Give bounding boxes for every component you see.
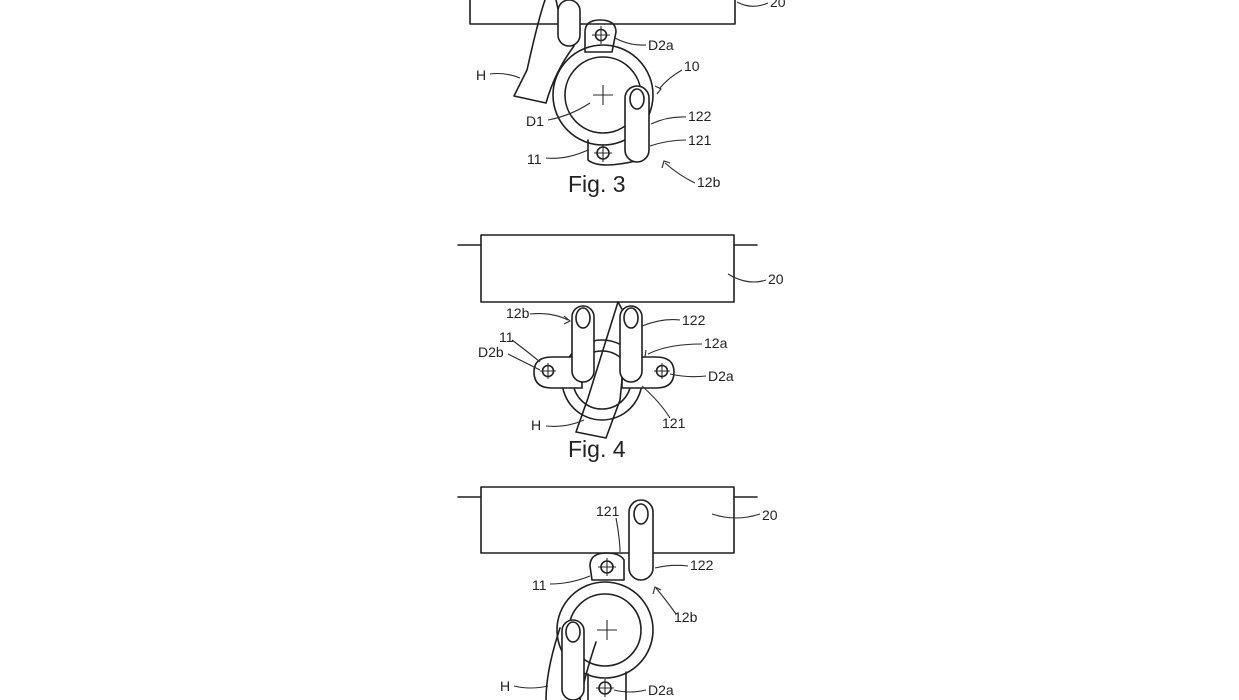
label-h: H (531, 417, 541, 433)
ring-outer (556, 581, 654, 679)
label-h: H (500, 678, 510, 694)
center-cross (593, 85, 613, 105)
label-20: 20 (762, 507, 778, 523)
figure-4: 20 12b 122 11 12a D2b D2a (457, 234, 784, 462)
leader-20 (736, 1, 769, 7)
label-d2a: D2a (648, 682, 674, 698)
pivot-bracket (589, 552, 625, 581)
figure-3: 20 D2a H 10 122 D1 121 (469, 0, 786, 197)
label-122: 122 (682, 312, 706, 328)
label-12b: 12b (506, 305, 530, 321)
label-20: 20 (770, 0, 786, 10)
label-10: 10 (684, 58, 700, 74)
lever-12a-grip (557, 0, 581, 47)
label-122: 122 (688, 108, 712, 124)
label-h: H (476, 67, 486, 83)
lever-12b (624, 85, 650, 163)
label-11: 11 (499, 329, 514, 345)
label-121: 121 (596, 503, 620, 519)
label-12b: 12b (697, 174, 721, 190)
label-11: 11 (527, 151, 542, 167)
label-d2b: D2b (478, 344, 504, 360)
label-20: 20 (768, 271, 784, 287)
label-121: 121 (688, 132, 712, 148)
lever-thumb-recess (629, 88, 645, 110)
panel-20 (480, 234, 735, 303)
center-cross (597, 620, 617, 640)
caption-fig3: Fig. 3 (568, 171, 626, 197)
lever-12b (628, 499, 654, 581)
label-11: 11 (532, 577, 547, 593)
lug-d2b (533, 356, 583, 389)
label-122: 122 (690, 557, 714, 573)
panel-20 (480, 486, 735, 554)
panel-20 (469, 0, 736, 25)
pivot-bracket-d2a (584, 19, 617, 53)
label-12b: 12b (674, 609, 698, 625)
label-121: 121 (662, 415, 686, 431)
label-d1: D1 (526, 113, 544, 129)
label-d2a: D2a (708, 368, 734, 384)
hand-h (513, 0, 575, 104)
label-d2a: D2a (648, 37, 674, 53)
figure-5: 20 121 122 11 12b H D2a (457, 486, 778, 700)
caption-fig4: Fig. 4 (568, 436, 626, 462)
lever-12a (561, 619, 585, 700)
label-12a: 12a (704, 335, 728, 351)
